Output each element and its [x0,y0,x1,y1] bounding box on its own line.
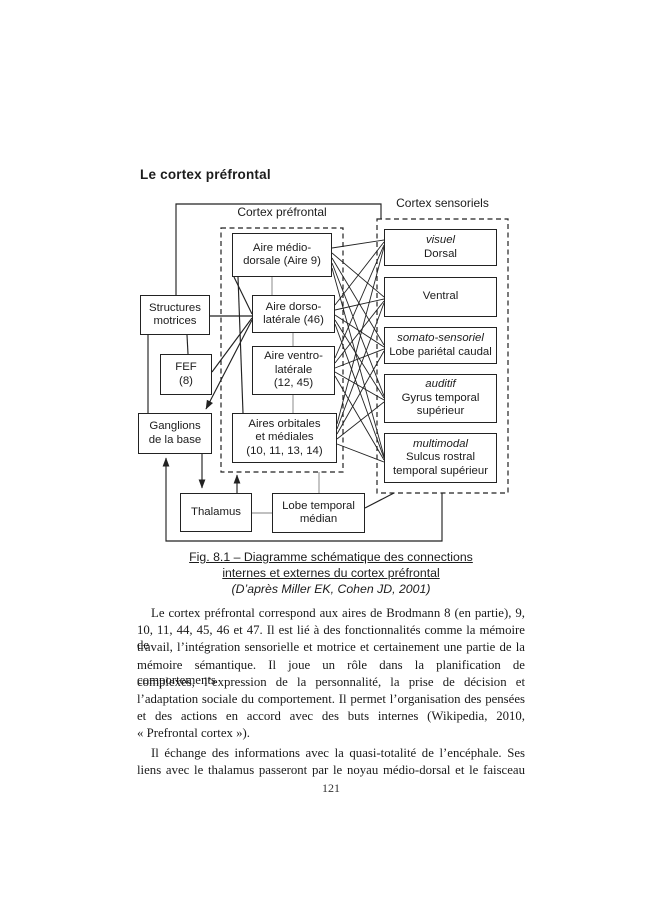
body-line: l’adaptation sociale du comportement. Il… [137,691,525,706]
box-line: motrices [153,315,197,327]
connection-line [334,348,385,369]
box-aire-dorso-laterale: Aire dorso- latérale (46) [252,295,335,333]
connection-line [331,257,385,346]
box-line: Thalamus [190,505,241,518]
connection-line [334,241,385,306]
modality-label: somato-sensoriel [397,332,484,345]
box-lobe-temporal-median: Lobe temporal médian [272,493,365,533]
body-text: Le cortex préfrontal correspond aux aire… [137,606,525,780]
connection-line [334,244,385,359]
body-line: et des actions en accord avec des buts i… [137,709,525,724]
connection-line [331,262,385,397]
box-line: Structures [149,301,201,314]
box-multimodal: multimodal Sulcus rostral temporal supér… [384,433,497,483]
connection-line [364,492,395,509]
section-title: Le cortex préfrontal [140,167,271,182]
caption-source: (D’après Miller EK, Cohen JD, 2001) [231,582,431,596]
figure-caption: Fig. 8.1 – Diagramme schématique des con… [137,549,525,597]
connection-line [334,375,385,461]
box-line: Ventral [422,290,459,303]
box-auditif: auditif Gyrus temporal supérieur [384,374,497,423]
box-line: Ganglions [149,420,201,433]
box-line: supérieur [416,405,465,418]
connection-line [336,302,385,430]
box-aire-ventro-laterale: Aire ventro- latérale (12, 45) [252,346,335,395]
connection-line [331,252,385,298]
caption-line-1: Fig. 8.1 – Diagramme schématique des con… [189,550,473,564]
box-visuel-dorsal: visuel Dorsal [384,229,497,266]
connection-line [211,317,253,373]
box-line: Lobe temporal [282,499,355,512]
body-line: mémoire sémantique. Il joue un rôle dans… [137,657,525,687]
modality-label: visuel [425,234,456,247]
box-structures-motrices: Structures motrices [140,295,210,335]
connection-line [334,371,385,401]
connection-line [334,300,385,364]
box-aires-orbitales-et-mediales: Aires orbitales et médiales (10, 11, 13,… [232,413,337,463]
sensory-group-label: Cortex sensoriels [396,196,489,210]
box-line: de la base [148,433,202,446]
body-line: Il échange des informations avec la quas… [151,746,525,760]
box-line: (12, 45) [273,377,314,390]
box-somato-sensoriel: somato-sensoriel Lobe pariétal caudal [384,327,497,364]
box-line: Aires orbitales [248,417,321,430]
box-line: temporal supérieur [393,464,488,477]
caption-line-2: internes et externes du cortex préfronta… [222,566,440,580]
connection-line [336,350,385,435]
connection-line [331,267,385,457]
box-thalamus: Thalamus [180,493,252,532]
connection-line [205,319,253,410]
box-aire-medio-dorsale: Aire médio- dorsale (Aire 9) [232,233,332,277]
box-line: (10, 11, 13, 14) [246,444,323,457]
box-line: Sulcus rostral [405,451,475,464]
modality-label: auditif [425,378,456,391]
box-line: Aire dorso- [265,300,322,313]
box-line: Lobe pariétal caudal [389,345,492,358]
connection-line [186,334,189,355]
page-number: 121 [322,781,340,795]
box-line: dorsale (Aire 9) [243,255,321,267]
box-line: Aire ventro- [264,350,323,363]
box-line: latérale (46) [263,314,324,326]
box-line: latérale [274,363,313,376]
connection-line [336,246,385,425]
box-fef: FEF (8) [160,354,212,395]
body-line: liens avec le thalamus passeront par le … [137,763,525,778]
box-ventral: Ventral [384,277,497,317]
box-line: et médiales [255,431,314,444]
box-line: FEF [175,361,197,374]
prefrontal-group-label: Cortex préfrontal [237,205,327,219]
body-line: complexes, l’expression de la personnali… [137,674,525,689]
connection-line [334,319,385,399]
box-line: (8) [179,374,193,387]
box-line: Aire médio- [252,241,312,254]
connection-line [336,401,385,440]
connection-line [334,323,385,459]
connection-line [331,239,385,249]
body-line: travail, l’intégration sensorielle et mo… [137,640,525,655]
box-line: Dorsal [424,247,457,260]
body-line: Le cortex préfrontal correspond aux aire… [151,606,525,620]
connection-line [233,276,253,315]
body-line: 10, 11, 44, 45, 46 et 47. Il est lié à d… [137,623,525,653]
connection-line [334,298,385,311]
modality-label: multimodal [412,437,469,450]
box-line: Gyrus temporal [401,391,480,404]
connection-line [336,443,385,463]
connection-line [237,276,244,414]
box-line: médian [299,513,338,525]
connection-line [334,314,385,348]
box-ganglions-de-la-base: Ganglions de la base [138,413,212,454]
body-line: « Prefrontal cortex »). [137,726,250,741]
